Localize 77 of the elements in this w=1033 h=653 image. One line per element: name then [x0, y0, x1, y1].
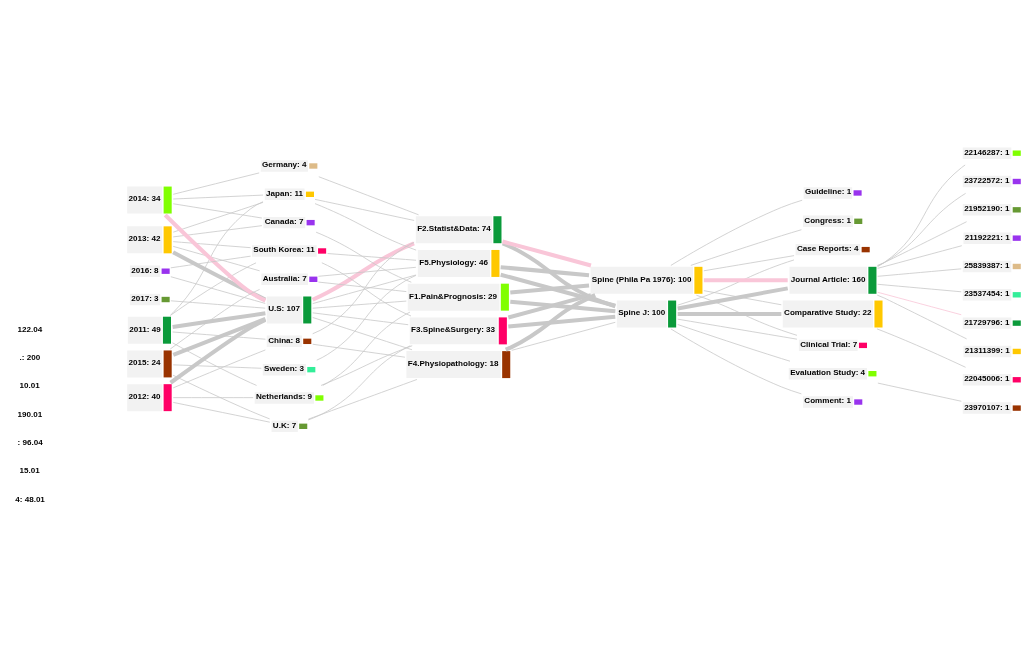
connector	[509, 299, 616, 314]
connector	[311, 241, 415, 335]
connector	[172, 201, 263, 233]
connector	[876, 245, 962, 269]
connector	[317, 281, 407, 292]
connector	[507, 293, 591, 320]
connector	[171, 331, 266, 340]
connector	[311, 312, 409, 326]
connector	[507, 314, 615, 329]
connector	[172, 397, 254, 399]
connector	[172, 225, 262, 238]
connector	[169, 262, 256, 316]
connector	[172, 349, 266, 389]
connector	[169, 255, 251, 269]
connector	[315, 231, 412, 283]
connector	[172, 317, 266, 357]
connector	[172, 194, 263, 200]
connector	[877, 382, 962, 402]
connector	[670, 199, 803, 266]
connector	[169, 289, 260, 350]
connector	[171, 311, 266, 329]
connector	[163, 213, 266, 303]
connector	[317, 176, 419, 216]
connector	[171, 250, 266, 302]
connector	[172, 203, 262, 219]
connector	[876, 283, 962, 293]
connector	[314, 203, 417, 251]
connector	[509, 283, 589, 295]
connector	[510, 321, 616, 351]
connector	[876, 291, 962, 316]
connector	[702, 290, 782, 306]
connector	[695, 294, 797, 336]
connector	[314, 198, 415, 221]
connector	[171, 342, 257, 386]
connector	[876, 192, 966, 267]
connector	[703, 278, 788, 283]
connector	[676, 324, 790, 362]
connector	[501, 241, 616, 309]
connector	[317, 266, 416, 277]
connector	[500, 265, 589, 278]
connector	[876, 294, 967, 340]
connector	[307, 379, 417, 420]
connector	[168, 318, 266, 385]
connector	[501, 239, 591, 268]
connector	[169, 300, 266, 309]
connector	[702, 255, 794, 272]
connector	[321, 311, 410, 386]
connector	[169, 276, 266, 304]
connector	[677, 312, 781, 317]
connector	[326, 253, 416, 261]
connector	[172, 172, 260, 195]
connector	[320, 262, 411, 317]
connector	[311, 300, 407, 309]
connector	[315, 274, 416, 361]
connector	[670, 328, 802, 395]
connector	[172, 246, 260, 272]
connector	[169, 201, 263, 316]
connector	[311, 241, 415, 302]
connector	[876, 268, 962, 277]
connector	[172, 364, 262, 369]
connector	[876, 328, 966, 368]
connector	[172, 402, 270, 423]
connector	[676, 318, 797, 340]
connector	[689, 229, 802, 266]
connector	[172, 241, 251, 249]
connector	[504, 293, 596, 352]
connector	[172, 374, 270, 420]
connector	[676, 286, 788, 311]
connector	[499, 272, 616, 308]
connector	[876, 221, 967, 266]
connector	[307, 345, 411, 421]
connector	[676, 259, 794, 306]
connector	[320, 345, 413, 386]
connector	[311, 317, 412, 351]
connector	[311, 343, 405, 358]
connector	[876, 164, 966, 268]
connector	[311, 274, 416, 304]
